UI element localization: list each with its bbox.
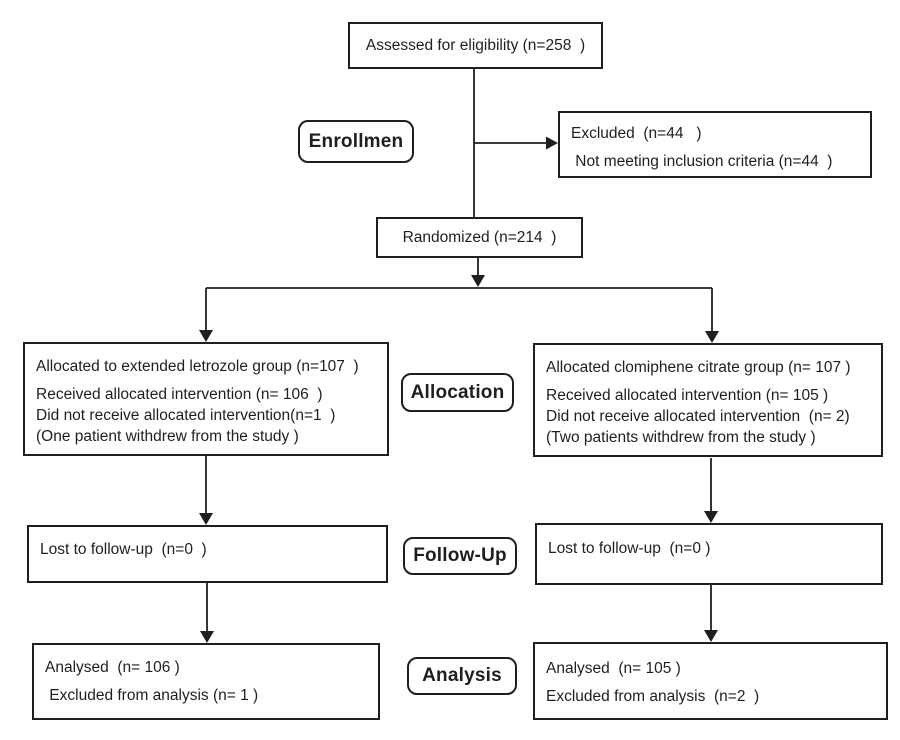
letrozole-allocation-box: Allocated to extended letrozole group (n… — [23, 342, 389, 456]
followup-left-box: Lost to follow-up (n=0 ) — [27, 525, 388, 583]
followup-right-box: Lost to follow-up (n=0 ) — [535, 523, 883, 585]
analysis-label-text: Analysis — [422, 665, 502, 686]
allocation-label: Allocation — [401, 373, 514, 412]
excluded-box: Excluded (n=44 ) Not meeting inclusion c… — [558, 111, 872, 178]
randomized-box: Randomized (n=214 ) — [376, 217, 583, 258]
analysis-label: Analysis — [407, 657, 517, 695]
followup-right-text: Lost to follow-up (n=0 ) — [548, 540, 711, 557]
arrowhead-alloc-left — [199, 330, 213, 342]
analysed-left-box: Analysed (n= 106 ) Excluded from analysi… — [32, 643, 380, 720]
alloc-left-line-4: (One patient withdrew from the study ) — [36, 428, 299, 445]
alloc-left-line-3: Did not receive allocated intervention(n… — [36, 407, 336, 424]
arrowhead-followup-right — [704, 511, 718, 523]
analysed-right-box: Analysed (n= 105 ) Excluded from analysi… — [533, 642, 888, 720]
alloc-right-line-1: Allocated clomiphene citrate group (n= 1… — [546, 359, 851, 376]
analysed-right-line-1: Analysed (n= 105 ) — [546, 660, 681, 677]
arrowhead-split — [471, 275, 485, 287]
enrollment-label: Enrollmen — [298, 120, 414, 163]
alloc-left-line-1: Allocated to extended letrozole group (n… — [36, 358, 359, 375]
randomized-text: Randomized (n=214 ) — [402, 228, 557, 246]
followup-label-text: Follow-Up — [413, 545, 507, 566]
analysed-right-line-2: Excluded from analysis (n=2 ) — [546, 688, 760, 705]
analysed-left-line-1: Analysed (n= 106 ) — [45, 659, 180, 676]
analysed-left-line-2: Excluded from analysis (n= 1 ) — [45, 687, 259, 704]
excluded-reason-line: Not meeting inclusion criteria (n=44 ) — [571, 153, 833, 170]
alloc-right-line-4: (Two patients withdrew from the study ) — [546, 429, 816, 446]
assessed-text: Assessed for eligibility (n=258 ) — [365, 36, 586, 54]
assessed-box: Assessed for eligibility (n=258 ) — [348, 22, 603, 69]
allocation-label-text: Allocation — [410, 381, 505, 403]
clomiphene-allocation-box: Allocated clomiphene citrate group (n= 1… — [533, 343, 883, 457]
alloc-right-line-2: Received allocated intervention (n= 105 … — [546, 387, 829, 404]
arrowhead-analysis-right — [704, 630, 718, 642]
enrollment-label-text: Enrollmen — [308, 130, 404, 152]
followup-left-text: Lost to follow-up (n=0 ) — [40, 541, 207, 558]
arrowhead-analysis-left — [200, 631, 214, 643]
arrowhead-followup-left — [199, 513, 213, 525]
alloc-left-line-2: Received allocated intervention (n= 106 … — [36, 386, 323, 403]
alloc-right-line-3: Did not receive allocated intervention (… — [546, 408, 850, 425]
excluded-line: Excluded (n=44 ) — [571, 125, 702, 142]
arrowhead-alloc-right — [705, 331, 719, 343]
followup-label: Follow-Up — [403, 537, 517, 575]
arrowhead-excluded — [546, 136, 558, 150]
